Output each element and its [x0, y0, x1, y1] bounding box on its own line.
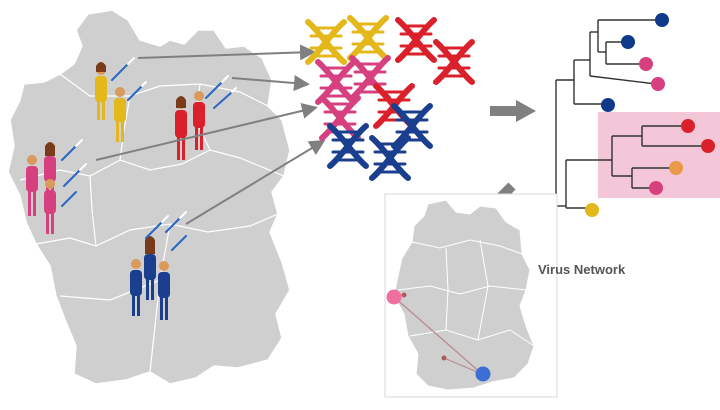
network-node-small: [401, 292, 407, 298]
tree-tip: [681, 119, 695, 133]
people-group-pink: [26, 139, 87, 234]
person-figure: [114, 87, 126, 142]
person-figure: [175, 96, 187, 160]
dna-double-helix: [308, 22, 344, 62]
dna-double-helix: [330, 126, 366, 166]
gray-arrow: [95, 103, 318, 161]
arrow-dna-to-tree: [490, 100, 536, 122]
swab-stick: [205, 75, 237, 109]
gray-arrow: [185, 139, 326, 225]
network-edges: [393, 296, 483, 375]
tree-tip: [655, 13, 669, 27]
tree-tip: [669, 161, 683, 175]
gray-arrow: [231, 75, 310, 92]
dna-double-helix: [436, 42, 472, 82]
tree-tip: [639, 57, 653, 71]
swab-stick: [145, 211, 187, 251]
network-panel: [384, 193, 558, 398]
tree-tip: [585, 203, 599, 217]
phylogenetic-tree: [555, 13, 720, 217]
dna-double-helix: [372, 138, 408, 178]
person-figure: [158, 261, 170, 320]
tree-tip: [651, 77, 665, 91]
sample-arrows: [95, 44, 326, 225]
dna-double-helix: [350, 18, 386, 58]
gray-arrow: [137, 44, 316, 61]
people-group-yellow: [95, 57, 147, 142]
person-figure: [44, 179, 56, 234]
person-figure: [26, 155, 38, 216]
network-node-blue: [475, 366, 491, 382]
person-figure: [130, 259, 142, 316]
person-figure: [95, 62, 107, 120]
swab-stick: [61, 139, 87, 207]
person-figure: [144, 236, 156, 300]
swab-stick: [111, 57, 147, 101]
dna-cluster: [308, 18, 472, 178]
network-label: Virus Network: [538, 262, 626, 277]
tree-tip: [601, 98, 615, 112]
tree-tip: [621, 35, 635, 49]
dna-double-helix: [394, 106, 430, 146]
tree-tip: [701, 139, 715, 153]
people-group-blue: [130, 211, 187, 320]
people-group-red: [175, 75, 237, 160]
person-figure: [193, 91, 205, 150]
state-borders: [19, 73, 285, 373]
dna-double-helix: [398, 20, 434, 60]
tree-tip: [649, 181, 663, 195]
network-node-pink: [386, 289, 402, 305]
network-node-small: [441, 355, 447, 361]
germany-map-small: [393, 199, 535, 391]
